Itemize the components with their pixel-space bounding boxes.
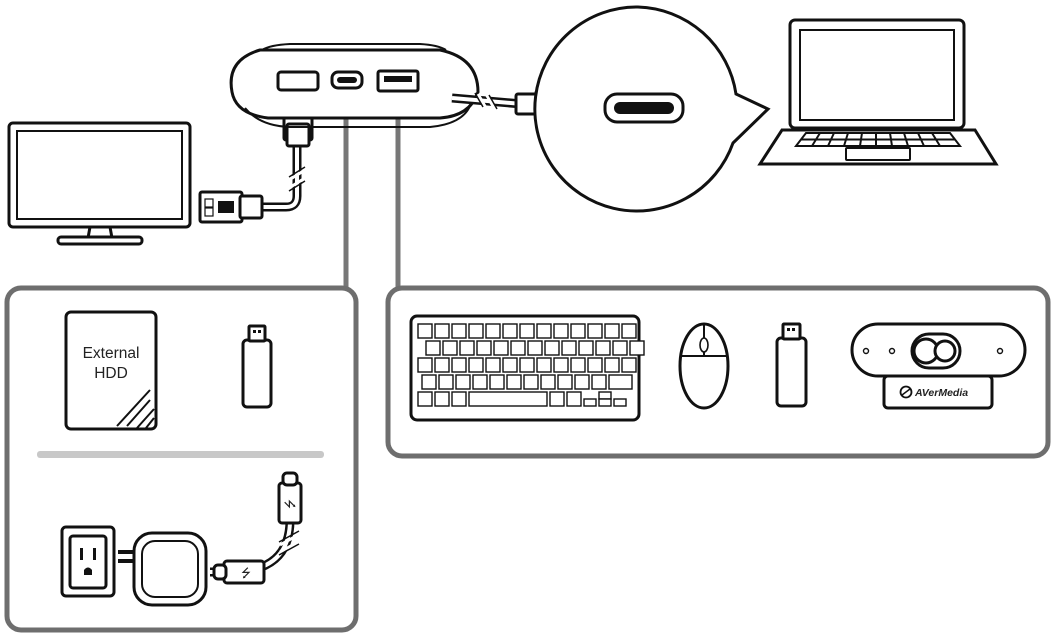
- usb-flash-drive-2-icon: [775, 322, 808, 408]
- keyboard-key: [502, 357, 518, 373]
- keyboard-key: [536, 323, 552, 339]
- mouse-icon: [678, 322, 730, 410]
- keyboard-key: [506, 374, 522, 390]
- keyboard-key: [527, 340, 543, 356]
- keyboard-key: [451, 391, 467, 407]
- laptop-icon: [757, 18, 999, 166]
- storage-power-panel: [4, 285, 359, 633]
- keyboard-key: [553, 323, 569, 339]
- keyboard-key: [476, 340, 492, 356]
- keyboard-key: [468, 357, 484, 373]
- monitor-icon: [7, 121, 192, 246]
- keyboard-key: [455, 374, 471, 390]
- keyboard-key: [598, 398, 612, 407]
- keyboard-key: [523, 374, 539, 390]
- keyboard-key: [468, 323, 484, 339]
- power-usb-c-cable: ⭍ ⭍: [210, 471, 303, 585]
- keyboard-key: [553, 357, 569, 373]
- keyboard-key: [417, 357, 433, 373]
- keyboard-key: [578, 340, 594, 356]
- webcam-brand-logo: AVerMedia: [899, 385, 968, 399]
- keyboard-key: [621, 357, 637, 373]
- keyboard-keys: [417, 323, 645, 407]
- peripherals-panel: [385, 285, 1051, 459]
- keyboard-key: [434, 391, 450, 407]
- keyboard-key: [557, 374, 573, 390]
- panel-divider: [37, 451, 324, 458]
- keyboard-key: [574, 374, 590, 390]
- keyboard-key: [421, 374, 437, 390]
- keyboard-key: [434, 357, 450, 373]
- keyboard-key: [604, 323, 620, 339]
- usb-symbol-cable-end: ⭍: [241, 566, 251, 580]
- usb-c-port-zoom-bubble: [533, 5, 771, 213]
- keyboard-key: [485, 323, 501, 339]
- keyboard-key: [608, 374, 633, 390]
- wall-outlet-icon: [60, 525, 116, 598]
- keyboard-key: [570, 357, 586, 373]
- keyboard-key: [549, 391, 565, 407]
- hdd-label-line1: External: [83, 345, 140, 362]
- keyboard-key: [561, 340, 577, 356]
- keyboard-key: [417, 323, 433, 339]
- hdd-label-line2: HDD: [94, 365, 128, 382]
- docking-hub-icon: [229, 43, 480, 128]
- keyboard-key: [442, 340, 458, 356]
- keyboard-key: [591, 374, 607, 390]
- keyboard-key: [468, 391, 548, 407]
- keyboard-key: [540, 374, 556, 390]
- keyboard-key: [570, 323, 586, 339]
- keyboard-key: [451, 357, 467, 373]
- keyboard-key: [438, 374, 454, 390]
- keyboard-key: [459, 340, 475, 356]
- keyboard-key: [604, 357, 620, 373]
- keyboard-key: [587, 357, 603, 373]
- keyboard-key: [485, 357, 501, 373]
- keyboard-key: [417, 391, 433, 407]
- keyboard-key: [629, 340, 645, 356]
- keyboard-key: [583, 398, 597, 407]
- keyboard-key: [519, 357, 535, 373]
- webcam-brand-text: AVerMedia: [914, 387, 968, 399]
- hdmi-port: [276, 70, 320, 92]
- keyboard-key: [566, 391, 582, 407]
- power-adapter-icon: [118, 531, 208, 607]
- keyboard-key: [595, 340, 611, 356]
- keyboard-key: [451, 323, 467, 339]
- external-hdd-icon: External HDD: [64, 310, 158, 431]
- keyboard-key: [434, 323, 450, 339]
- keyboard-key: [544, 340, 560, 356]
- keyboard-key: [612, 340, 628, 356]
- keyboard-key: [598, 391, 612, 400]
- keyboard-key: [502, 323, 518, 339]
- keyboard-key: [587, 323, 603, 339]
- keyboard-key: [613, 398, 627, 407]
- laptop-keyboard: [793, 132, 963, 147]
- keyboard-key: [472, 374, 488, 390]
- keyboard-key: [489, 374, 505, 390]
- keyboard-key: [510, 340, 526, 356]
- webcam-icon: AVerMedia: [850, 322, 1027, 410]
- keyboard-key: [425, 340, 441, 356]
- keyboard-icon: [409, 314, 645, 422]
- usb-symbol-plug: ⭍: [283, 499, 297, 509]
- keyboard-key: [519, 323, 535, 339]
- usb-flash-drive-icon: [241, 324, 273, 409]
- keyboard-key: [536, 357, 552, 373]
- keyboard-key: [621, 323, 637, 339]
- keyboard-key: [493, 340, 509, 356]
